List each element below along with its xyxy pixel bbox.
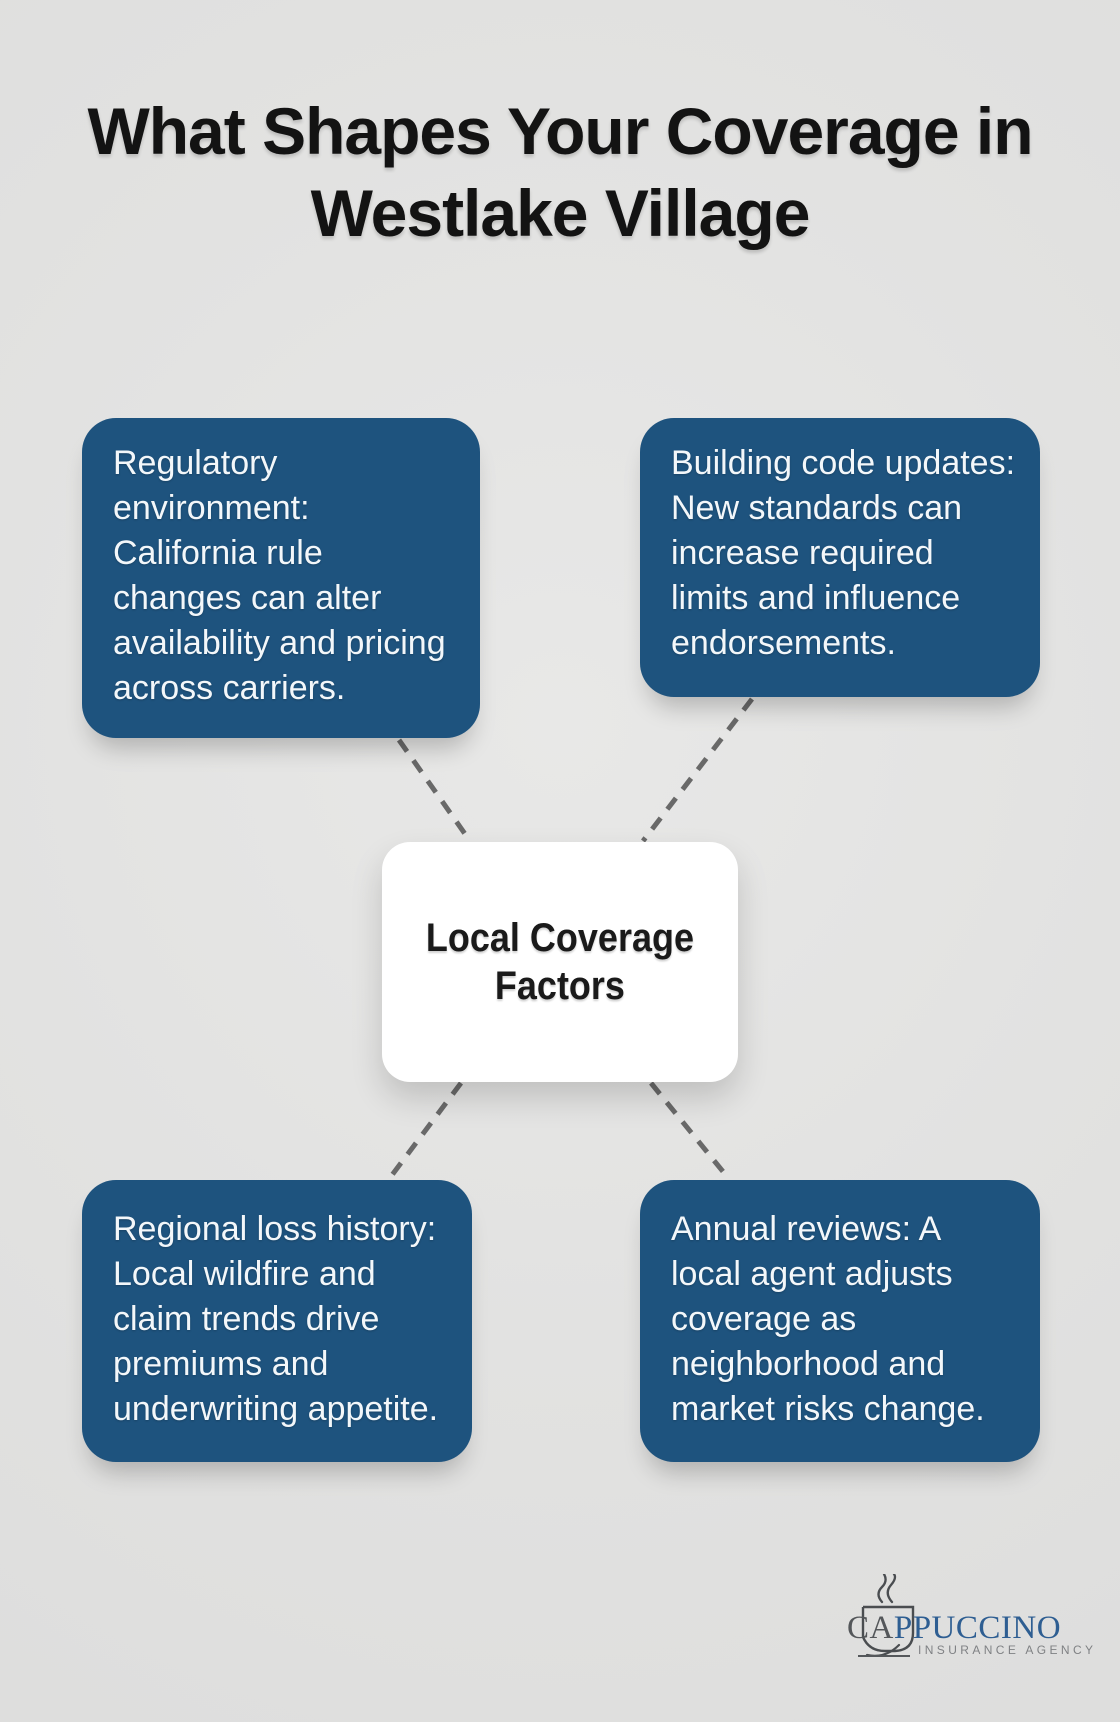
factor-text-building-codes: Building code updates: New standards can… xyxy=(671,444,1016,662)
factor-card-regulatory: Regulatory environment: California rule … xyxy=(82,418,480,738)
logo-wordmark: CAPPUCCINO xyxy=(847,1612,1061,1645)
logo-tagline: INSURANCE AGENCY xyxy=(918,1643,1097,1657)
cup-base-line xyxy=(858,1655,910,1657)
cappuccino-logo: CAPPUCCINO INSURANCE AGENCY xyxy=(845,1574,1093,1666)
center-node: Local Coverage Factors xyxy=(382,842,738,1082)
connector-bottom-left xyxy=(387,1081,463,1181)
connector-bottom-right xyxy=(649,1081,731,1181)
factor-text-annual-reviews: Annual reviews: A local agent adjusts co… xyxy=(671,1210,985,1428)
factor-card-annual-reviews: Annual reviews: A local agent adjusts co… xyxy=(640,1180,1040,1462)
factor-text-loss-history: Regional loss history: Local wildfire an… xyxy=(113,1210,439,1428)
factor-card-loss-history: Regional loss history: Local wildfire an… xyxy=(82,1180,472,1462)
logo-wordmark-gray: CA xyxy=(847,1610,894,1646)
factor-text-regulatory: Regulatory environment: California rule … xyxy=(113,444,446,707)
factor-card-building-codes: Building code updates: New standards can… xyxy=(640,418,1040,697)
page-title: What Shapes Your Coverage in Westlake Vi… xyxy=(87,94,1033,250)
connector-top-left xyxy=(396,738,473,843)
center-node-label: Local Coverage Factors xyxy=(425,916,695,1008)
logo-wordmark-blue: PPUCCINO xyxy=(893,1610,1062,1646)
connector-top-right xyxy=(641,697,754,843)
